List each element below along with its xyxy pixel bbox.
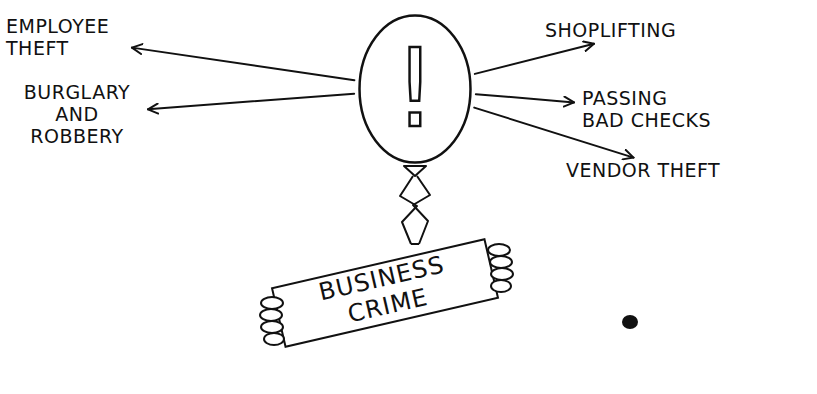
- speck: [622, 315, 638, 329]
- crime-label: PASSING BAD CHECKS: [582, 88, 742, 132]
- crime-label: VENDOR THEFT: [566, 160, 786, 182]
- ribbon: [400, 176, 417, 244]
- finger: [491, 280, 511, 292]
- finger: [260, 309, 282, 321]
- crime-text: SHOPLIFTING: [545, 20, 745, 42]
- crime-text: BURGLARY AND ROBBERY: [14, 82, 140, 148]
- exclamation-mark: !: [393, 35, 436, 143]
- arrow-connector: [148, 94, 354, 110]
- crime-text: PASSING BAD CHECKS: [582, 88, 742, 132]
- sign-text: BUSINESS CRIME: [313, 251, 457, 335]
- arrow-connector: [475, 44, 594, 74]
- finger: [264, 333, 284, 345]
- balloon-knot: [400, 166, 430, 244]
- crime-label: SHOPLIFTING: [545, 20, 745, 42]
- ribbon: [411, 243, 419, 245]
- finger: [261, 321, 283, 333]
- finger: [261, 297, 283, 309]
- balloon-ellipse: [360, 16, 471, 163]
- knot: [404, 166, 426, 176]
- ribbon: [413, 176, 430, 244]
- ink-spot: [622, 315, 638, 329]
- arrow-connector: [132, 48, 354, 81]
- finger: [488, 244, 510, 256]
- crime-label: EMPLOYEE THEFT: [6, 16, 124, 60]
- left-hand: [260, 297, 284, 345]
- crime-text: VENDOR THEFT: [566, 160, 786, 182]
- right-hand: [488, 244, 513, 292]
- crime-label: BURGLARY AND ROBBERY: [14, 82, 140, 148]
- crime-text: EMPLOYEE THEFT: [6, 16, 124, 60]
- held-sign: BUSINESS CRIME: [271, 238, 499, 348]
- alarm-balloon: !: [358, 14, 472, 164]
- finger: [490, 256, 512, 268]
- arrow-connector: [476, 94, 574, 102]
- finger: [491, 268, 513, 280]
